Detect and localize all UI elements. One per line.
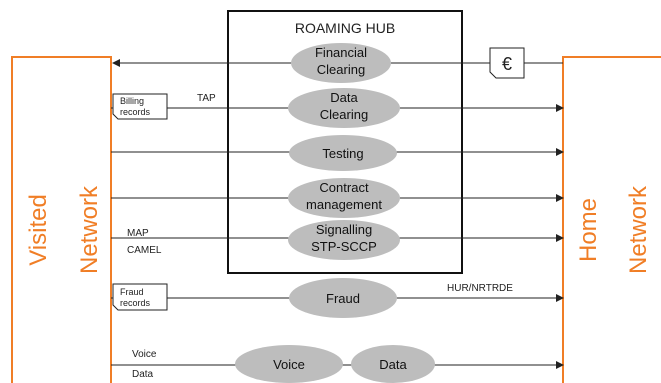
visited-network-label-2: Network <box>76 185 103 274</box>
financial-clearing-label-1: Financial <box>315 45 367 60</box>
testing-label: Testing <box>322 146 363 161</box>
voice-line-label: Voice <box>132 349 157 360</box>
signalling-label-2: STP-SCCP <box>311 239 377 254</box>
roaming-hub-box <box>227 10 463 274</box>
visited-network-label-1: Visited <box>25 194 52 266</box>
data-clearing-label-1: Data <box>330 90 358 105</box>
hub-title: ROAMING HUB <box>295 20 395 36</box>
map-label: MAP <box>127 228 149 239</box>
home-network-label-1: Home <box>575 198 602 262</box>
home-network-label-2: Network <box>625 185 652 274</box>
contract-management-label-2: management <box>306 197 382 212</box>
voice-ellipse <box>235 345 343 383</box>
camel-label: CAMEL <box>127 245 162 256</box>
voice-label: Voice <box>273 357 305 372</box>
testing-ellipse <box>289 135 397 171</box>
fraud-ellipse <box>289 278 397 318</box>
euro-document-icon <box>489 47 525 79</box>
billing-records-document-icon <box>112 93 168 120</box>
contract-management-ellipse <box>288 178 400 218</box>
financial-clearing-label-2: Clearing <box>317 62 365 77</box>
contract-management-label-1: Contract <box>319 180 369 195</box>
hur-nrtrde-label: HUR/NRTRDE <box>447 283 513 294</box>
tap-label: TAP <box>197 93 216 104</box>
signalling-label-1: Signalling <box>316 222 372 237</box>
fraud-records-label-1: Fraud <box>120 287 144 297</box>
euro-symbol: € <box>502 54 512 74</box>
billing-records-label-2: records <box>120 107 151 117</box>
fraud-records-label-2: records <box>120 298 151 308</box>
home-network-box <box>562 56 661 383</box>
fraud-records-document-icon <box>112 283 168 311</box>
data-clearing-ellipse <box>288 88 400 128</box>
data-label: Data <box>379 357 407 372</box>
billing-records-label-1: Billing <box>120 96 144 106</box>
data-ellipse <box>351 345 435 383</box>
fraud-label: Fraud <box>326 291 360 306</box>
data-clearing-label-2: Clearing <box>320 107 368 122</box>
financial-clearing-ellipse <box>291 43 391 83</box>
data-line-label: Data <box>132 369 154 380</box>
signalling-ellipse <box>288 220 400 260</box>
visited-network-box <box>11 56 112 383</box>
